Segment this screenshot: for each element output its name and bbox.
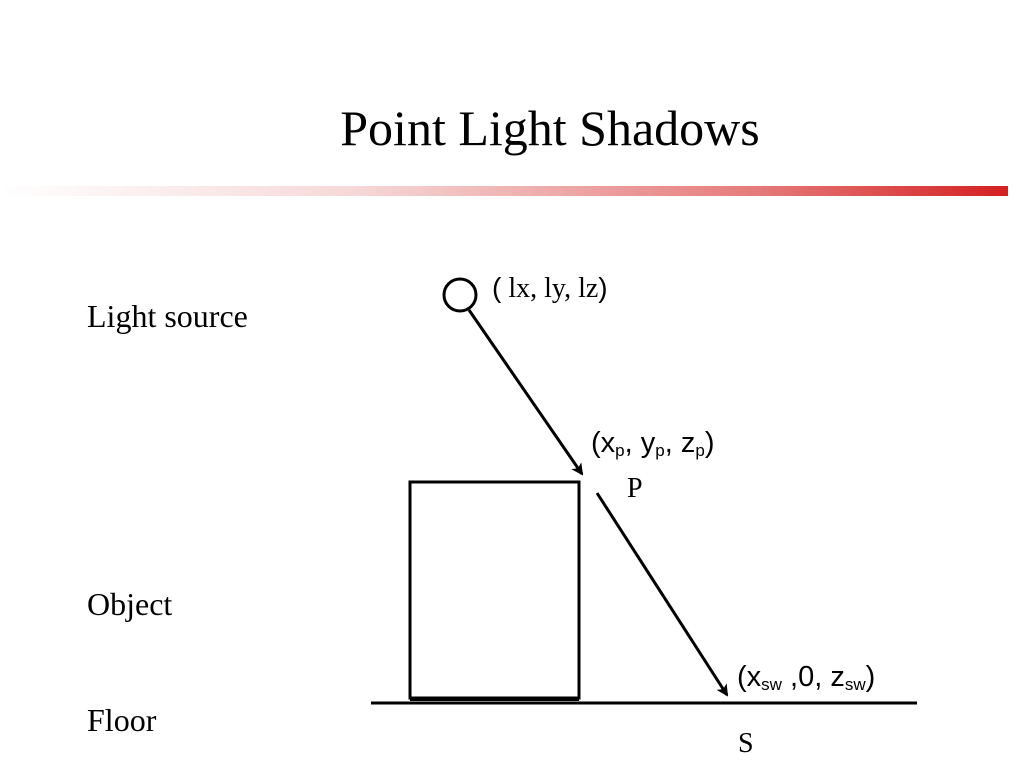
- p-coord-open: (: [591, 427, 601, 459]
- object-label: Object: [87, 586, 173, 622]
- s-coord-z-sub: sw: [844, 675, 866, 694]
- p-coord-z: z: [680, 427, 696, 459]
- shadow-ray-to-s: [595, 492, 729, 697]
- point-p-label: P: [627, 473, 643, 504]
- slide-title: Point Light Shadows: [340, 100, 760, 156]
- title-underline-gradient: [0, 186, 1008, 196]
- s-coordinates: (xsw ,0, zsw): [737, 660, 875, 694]
- light-coordinates: ( lx, ly, lz): [492, 271, 608, 306]
- p-coord-y-sub: p: [655, 441, 665, 460]
- light-ray-to-p: [467, 309, 584, 476]
- p-coordinates: (xp, yp, zp): [591, 426, 715, 460]
- object-box: [408, 480, 581, 700]
- s-coord-z: z: [830, 661, 845, 693]
- point-s-label: S: [738, 728, 754, 759]
- p-coord-x: x: [600, 427, 616, 459]
- light-coord-body: lx, ly, lz: [501, 273, 599, 304]
- s-coord-x: x: [746, 661, 762, 693]
- p-coord-y: y: [640, 427, 656, 459]
- p-coord-sep1: ,: [624, 427, 641, 459]
- light-coord-open: (: [492, 272, 502, 303]
- light-source-label: Light source: [87, 298, 248, 334]
- s-coord-mid: ,0,: [781, 661, 831, 693]
- s-coord-close: ): [865, 661, 876, 693]
- s-coord-open: (: [737, 661, 747, 693]
- light-source-circle: [442, 277, 478, 313]
- floor-label: Floor: [87, 702, 157, 738]
- p-coord-close: ): [704, 427, 715, 459]
- p-coord-sep2: ,: [664, 427, 681, 459]
- light-coord-close: ): [598, 272, 608, 303]
- p-coord-x-sub: p: [615, 441, 625, 460]
- p-coord-z-sub: p: [695, 441, 705, 460]
- s-coord-x-sub: sw: [761, 675, 782, 694]
